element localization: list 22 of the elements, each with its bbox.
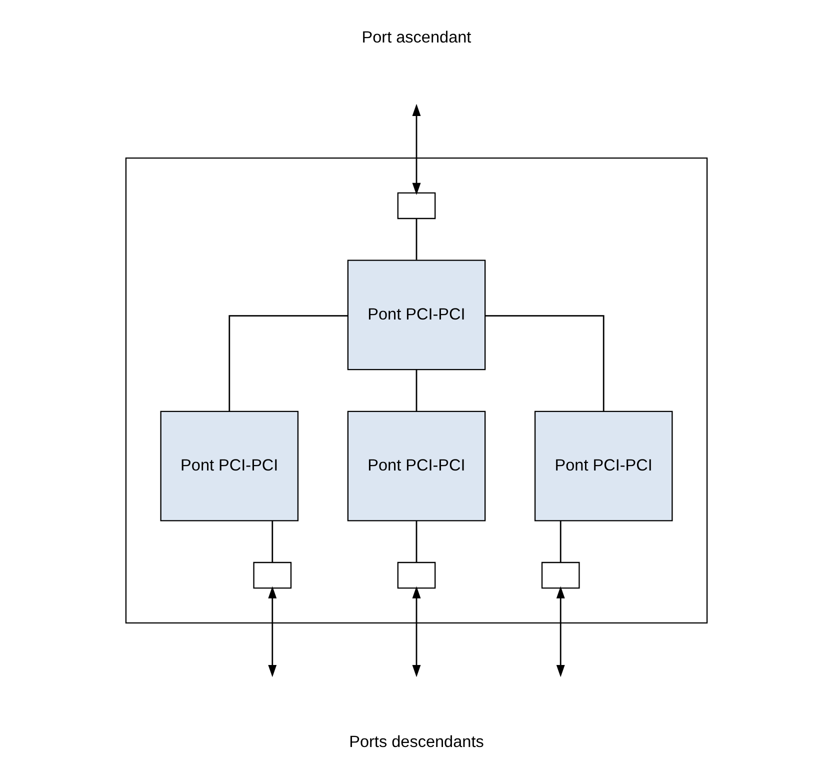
connector: [228, 315, 348, 412]
node-box: Pont PCI-PCI: [346, 260, 486, 370]
node-box: Pont PCI-PCI: [346, 410, 486, 522]
label: Port ascendant: [361, 28, 471, 46]
connector: [484, 315, 604, 412]
connector: [415, 370, 417, 412]
arrow: [412, 104, 420, 196]
connector: [415, 218, 417, 260]
cluster: [124, 157, 708, 624]
node-box: [396, 562, 436, 589]
label: Ports descendants: [348, 733, 484, 752]
node-box: Pont PCI-PCI: [534, 410, 672, 522]
node-box: [252, 562, 292, 589]
node-box: [396, 192, 436, 220]
connector: [559, 520, 561, 562]
arrow: [556, 586, 564, 678]
node-box: [540, 562, 580, 589]
connector: [415, 520, 417, 562]
node-box: Pont PCI-PCI: [160, 410, 298, 522]
connector: [271, 520, 273, 562]
arrow: [268, 586, 276, 678]
arrow: [412, 586, 420, 678]
